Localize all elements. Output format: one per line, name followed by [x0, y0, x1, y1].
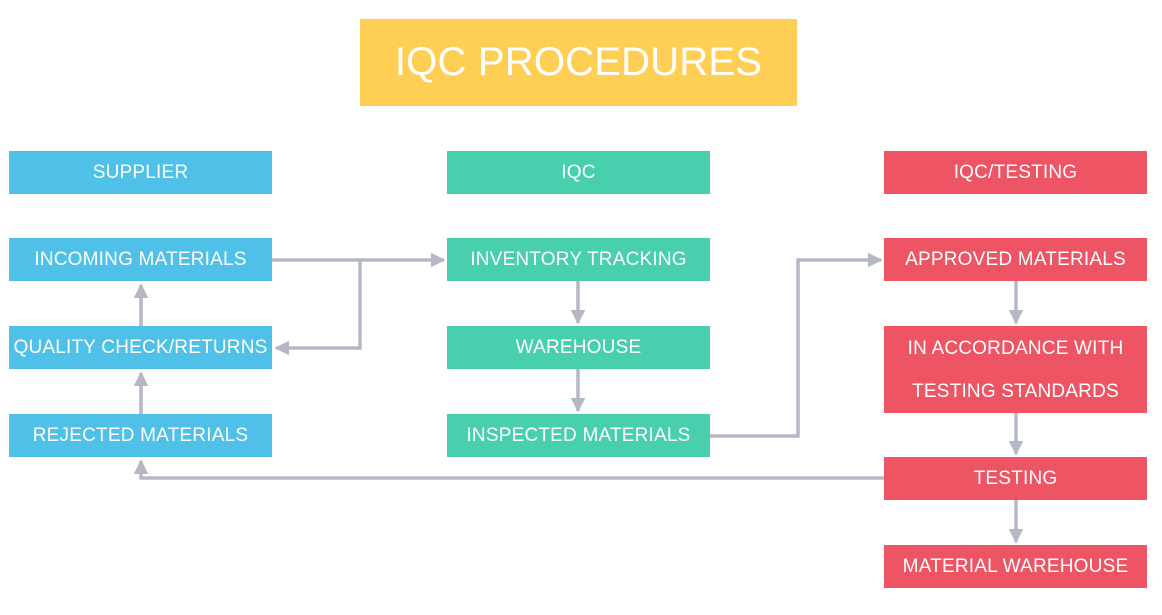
step-testing: TESTING	[884, 457, 1147, 500]
step-approved-materials: APPROVED MATERIALS	[884, 238, 1147, 281]
step-warehouse: WAREHOUSE	[447, 326, 710, 369]
step-rejected-materials: REJECTED MATERIALS	[9, 414, 272, 457]
testing-header: IQC/TESTING	[884, 151, 1147, 194]
arrow-testing-to-rejected	[133, 459, 884, 480]
step-inspected-materials: INSPECTED MATERIALS	[447, 414, 710, 457]
step-inventory-tracking: INVENTORY TRACKING	[447, 238, 710, 281]
step-material-warehouse: MATERIAL WAREHOUSE	[884, 545, 1147, 588]
supplier-header: SUPPLIER	[9, 151, 272, 194]
iqc-header: IQC	[447, 151, 710, 194]
arrow-inspected-to-approved	[710, 252, 883, 438]
step-quality-check-returns: QUALITY CHECK/RETURNS	[9, 326, 272, 369]
page-title: IQC PROCEDURES	[360, 19, 797, 106]
step-testing-standards: IN ACCORDANCE WITH TESTING STANDARDS	[884, 326, 1147, 413]
arrow-branch-to-quality-check	[274, 260, 362, 356]
step-incoming-materials: INCOMING MATERIALS	[9, 238, 272, 281]
